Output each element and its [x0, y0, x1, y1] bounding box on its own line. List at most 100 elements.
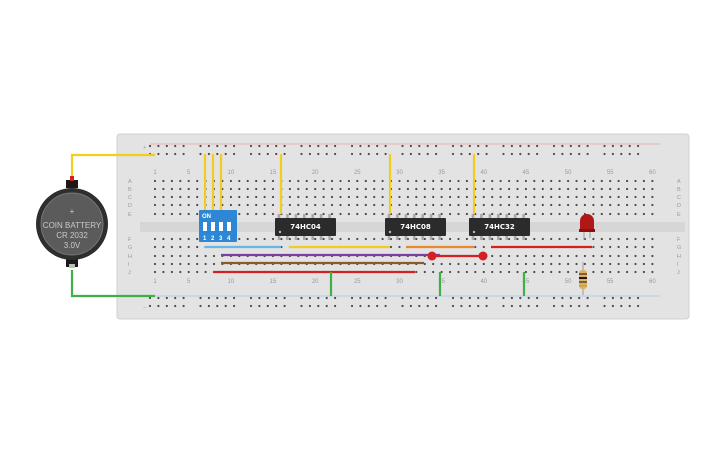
hole-f29[interactable] — [389, 237, 393, 241]
rail-hole-0-21[interactable] — [359, 144, 362, 148]
wire-red-jumper-end-left[interactable] — [427, 251, 437, 261]
hole-d22[interactable] — [330, 203, 334, 207]
hole-b50[interactable] — [567, 187, 570, 191]
hole-e6[interactable] — [196, 212, 199, 216]
hole-j47[interactable] — [541, 270, 544, 274]
wires[interactable] — [70, 153, 592, 298]
hole-e37[interactable] — [457, 212, 460, 216]
hole-f17[interactable] — [288, 237, 291, 241]
hole-f22[interactable] — [330, 237, 334, 241]
hole-a50[interactable] — [567, 179, 570, 183]
hole-e47[interactable] — [541, 212, 544, 216]
rail-hole-0-23[interactable] — [376, 144, 379, 148]
hole-i4[interactable] — [179, 262, 182, 266]
hole-g57[interactable] — [626, 245, 629, 249]
hole-d55[interactable] — [609, 203, 612, 207]
hole-i2[interactable] — [162, 262, 165, 266]
hole-f46[interactable] — [533, 237, 536, 241]
hole-d21[interactable] — [322, 203, 325, 207]
hole-d11[interactable] — [238, 203, 241, 207]
hole-a12[interactable] — [246, 179, 249, 183]
hole-e24[interactable] — [347, 212, 350, 216]
hole-j59[interactable] — [642, 270, 646, 274]
hole-c45[interactable] — [524, 195, 528, 199]
hole-g6[interactable] — [196, 245, 199, 249]
hole-d24[interactable] — [347, 203, 350, 207]
hole-a48[interactable] — [550, 179, 553, 183]
rail-hole-2-13[interactable] — [275, 296, 278, 300]
hole-c43[interactable] — [508, 195, 511, 199]
hole-c22[interactable] — [330, 195, 334, 199]
rail-hole-0-34[interactable] — [485, 144, 488, 148]
rail-hole-1-41[interactable] — [561, 152, 564, 156]
rail-hole-2-49[interactable] — [637, 296, 640, 300]
hole-f32[interactable] — [415, 237, 418, 241]
rail-hole-0-18[interactable] — [325, 144, 328, 148]
hole-d23[interactable] — [339, 203, 342, 207]
rail-hole-3-3[interactable] — [174, 304, 177, 308]
hole-d17[interactable] — [288, 203, 291, 207]
hole-g56[interactable] — [617, 245, 620, 249]
hole-c3[interactable] — [170, 195, 173, 199]
rail-hole-3-35[interactable] — [502, 304, 505, 308]
hole-b6[interactable] — [196, 187, 199, 191]
led-body[interactable] — [580, 214, 594, 231]
rail-hole-2-20[interactable] — [350, 296, 354, 300]
hole-a18[interactable] — [297, 179, 300, 183]
hole-b31[interactable] — [406, 187, 409, 191]
hole-a33[interactable] — [423, 179, 426, 183]
rail-hole-1-14[interactable] — [283, 152, 286, 156]
hole-f28[interactable] — [381, 237, 384, 241]
hole-j32[interactable] — [415, 270, 418, 274]
rail-hole-0-12[interactable] — [266, 144, 269, 148]
rail-hole-2-22[interactable] — [367, 296, 370, 300]
rail-hole-2-23[interactable] — [376, 296, 379, 300]
hole-b56[interactable] — [617, 187, 620, 191]
hole-b30[interactable] — [398, 187, 401, 191]
hole-i53[interactable] — [592, 262, 595, 266]
hole-f60[interactable] — [651, 237, 654, 241]
hole-b14[interactable] — [263, 187, 266, 191]
hole-e31[interactable] — [406, 212, 409, 216]
hole-e58[interactable] — [634, 212, 637, 216]
hole-i60[interactable] — [651, 262, 654, 266]
hole-f19[interactable] — [305, 237, 308, 241]
hole-c10[interactable] — [229, 195, 232, 199]
rail-hole-1-27[interactable] — [418, 152, 421, 156]
rail-hole-3-14[interactable] — [283, 304, 286, 308]
rail-hole-2-38[interactable] — [527, 296, 530, 300]
hole-a53[interactable] — [592, 179, 595, 183]
hole-f41[interactable] — [491, 237, 494, 241]
hole-b58[interactable] — [634, 187, 637, 191]
rail-hole-3-17[interactable] — [317, 304, 320, 308]
hole-i43[interactable] — [508, 262, 511, 266]
hole-e5[interactable] — [187, 212, 190, 216]
rail-hole-3-26[interactable] — [409, 304, 412, 308]
hole-h2[interactable] — [162, 254, 165, 258]
hole-j49[interactable] — [558, 270, 561, 274]
rail-hole-0-43[interactable] — [578, 144, 581, 148]
hole-e25[interactable] — [356, 212, 359, 216]
hole-g30[interactable] — [398, 245, 401, 249]
rail-hole-3-32[interactable] — [468, 304, 471, 308]
rail-hole-0-33[interactable] — [477, 144, 480, 148]
hole-c2[interactable] — [162, 195, 165, 199]
hole-g3[interactable] — [170, 245, 173, 249]
hole-d3[interactable] — [170, 203, 173, 207]
hole-e11[interactable] — [238, 212, 241, 216]
hole-d27[interactable] — [373, 203, 376, 207]
rail-hole-3-0[interactable] — [148, 304, 152, 308]
hole-d58[interactable] — [634, 203, 637, 207]
rail-hole-2-45[interactable] — [603, 296, 606, 300]
hole-a56[interactable] — [617, 179, 620, 183]
hole-f38[interactable] — [465, 237, 468, 241]
rail-hole-0-8[interactable] — [224, 144, 227, 148]
rail-hole-1-24[interactable] — [384, 152, 387, 156]
hole-c48[interactable] — [550, 195, 553, 199]
hole-b42[interactable] — [499, 187, 502, 191]
hole-g29[interactable] — [389, 245, 393, 249]
hole-d38[interactable] — [465, 203, 468, 207]
hole-d44[interactable] — [516, 203, 519, 207]
hole-f47[interactable] — [541, 237, 544, 241]
hole-c59[interactable] — [642, 195, 646, 199]
